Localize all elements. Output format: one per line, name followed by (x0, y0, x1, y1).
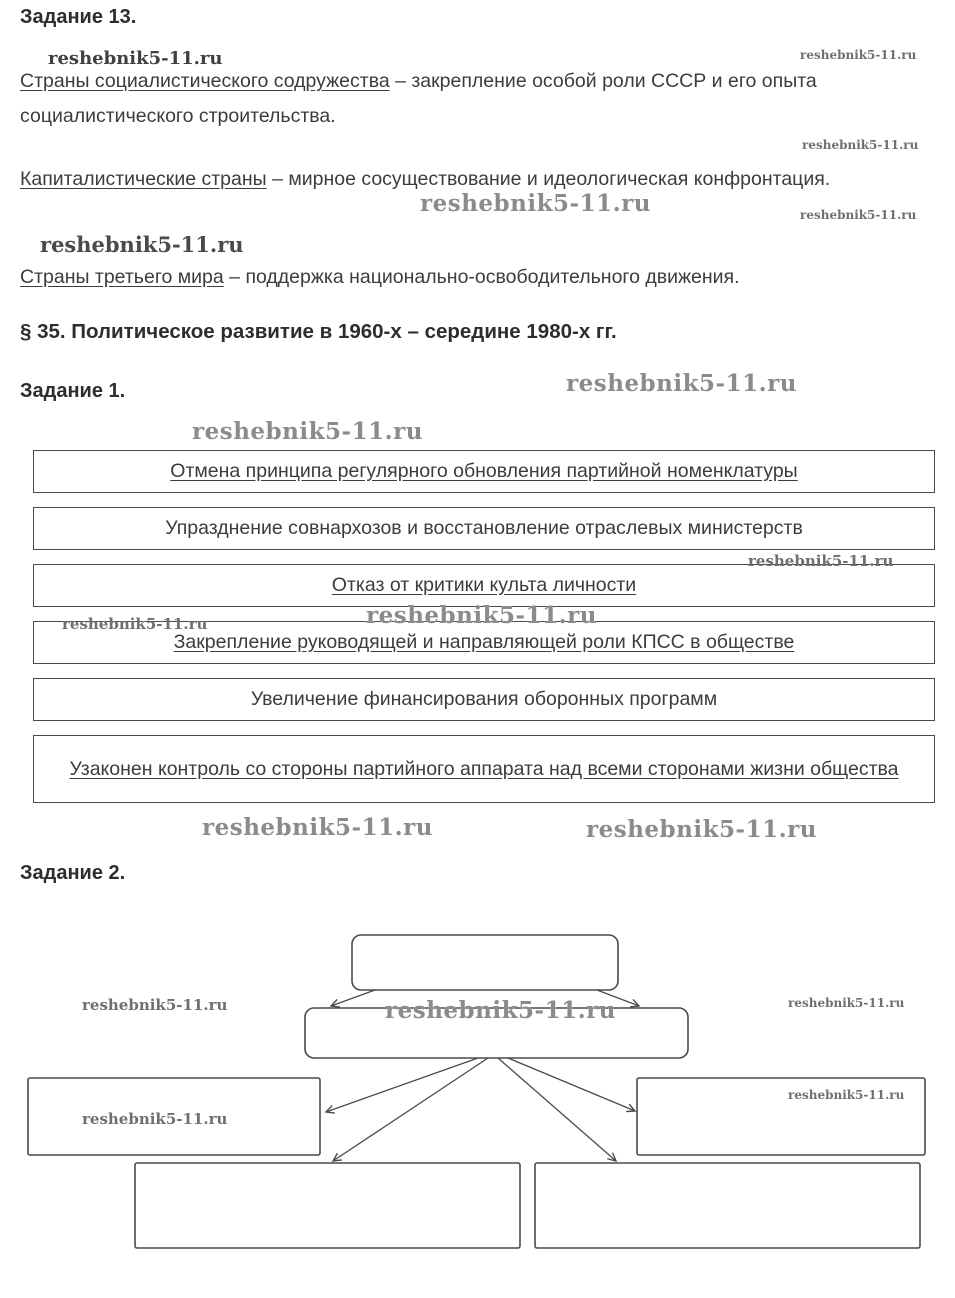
watermark: reshebnik5-11.ru (788, 996, 905, 1010)
arrow-top-to-middle-left (329, 989, 376, 1008)
diagram-box-bottom-right (534, 1162, 921, 1249)
watermark: reshebnik5-11.ru (202, 814, 433, 841)
task1-heading: Задание 1. (20, 380, 126, 402)
arrow-middle-to-bottom-left (331, 1057, 489, 1162)
diagram-box-right (636, 1077, 926, 1156)
arrow-middle-to-left (324, 1057, 479, 1114)
watermark: reshebnik5-11.ru (788, 1088, 905, 1102)
watermark: reshebnik5-11.ru (748, 552, 894, 570)
paragraph-capitalist-countries: Капиталистические страны – мирное сосуще… (20, 162, 936, 197)
watermark: reshebnik5-11.ru (82, 996, 228, 1014)
paragraph-rest: – поддержка национально-освободительного… (223, 266, 740, 288)
task1-box-text: Узаконен контроль со стороны партийного … (69, 757, 899, 780)
paragraph-lead: Страны социалистического содружества (20, 70, 390, 92)
task1-box-text: Отказ от критики культа личности (331, 574, 637, 596)
task1-box: Закрепление руководящей и направляющей р… (33, 621, 935, 664)
task1-box-text: Закрепление руководящей и направляющей р… (173, 631, 795, 653)
task2-heading: Задание 2. (20, 862, 126, 884)
watermark: reshebnik5-11.ru (82, 1110, 228, 1128)
arrow-middle-to-bottom-right (497, 1057, 618, 1163)
watermark: reshebnik5-11.ru (800, 48, 917, 62)
task2-diagram (0, 928, 955, 1268)
diagram-box-middle (304, 1007, 689, 1059)
paragraph-socialist-countries: Страны социалистического содружества – з… (20, 64, 936, 134)
paragraph-rest: – закрепление особой роли СССР и его опы… (20, 70, 817, 128)
task1-box-text: Отмена принципа регулярного обновления п… (170, 460, 798, 482)
watermark: reshebnik5-11.ru (385, 997, 616, 1024)
paragraph-lead: Страны третьего мира (20, 266, 224, 288)
task1-box: Отмена принципа регулярного обновления п… (33, 450, 935, 493)
section-heading: § 35. Политическое развитие в 1960-х – с… (20, 320, 617, 343)
task1-box: Отказ от критики культа личности (33, 564, 935, 607)
arrow-top-to-middle-right (596, 989, 641, 1008)
task1-box-list: Отмена принципа регулярного обновления п… (33, 450, 935, 817)
diagram-box-left (27, 1077, 321, 1156)
paragraph-rest: – мирное сосуществование и идеологическа… (266, 168, 831, 190)
task1-box: Упразднение совнархозов и восстановление… (33, 507, 935, 550)
watermark: reshebnik5-11.ru (192, 418, 423, 445)
watermark: reshebnik5-11.ru (48, 48, 223, 69)
paragraph-lead: Капиталистические страны (20, 168, 267, 190)
paragraph-third-world: Страны третьего мира – поддержка национа… (20, 260, 936, 295)
diagram-canvas (27, 934, 926, 1249)
task1-box-text: Увеличение финансирования оборонных прог… (250, 688, 718, 710)
watermark: reshebnik5-11.ru (366, 602, 597, 629)
arrow-middle-to-right (507, 1057, 637, 1113)
task1-box: Узаконен контроль со стороны партийного … (33, 735, 935, 803)
diagram-box-bottom-left (134, 1162, 521, 1249)
task13-heading: Задание 13. (20, 6, 137, 28)
watermark: reshebnik5-11.ru (40, 232, 244, 257)
watermark: reshebnik5-11.ru (800, 208, 917, 222)
task1-box-text: Упразднение совнархозов и восстановление… (165, 517, 803, 539)
watermark: reshebnik5-11.ru (586, 816, 817, 843)
watermark: reshebnik5-11.ru (420, 190, 651, 217)
watermark: reshebnik5-11.ru (802, 138, 919, 152)
watermark: reshebnik5-11.ru (566, 370, 797, 397)
diagram-box-top (351, 934, 619, 991)
task1-box: Увеличение финансирования оборонных прог… (33, 678, 935, 721)
watermark: reshebnik5-11.ru (62, 615, 208, 633)
